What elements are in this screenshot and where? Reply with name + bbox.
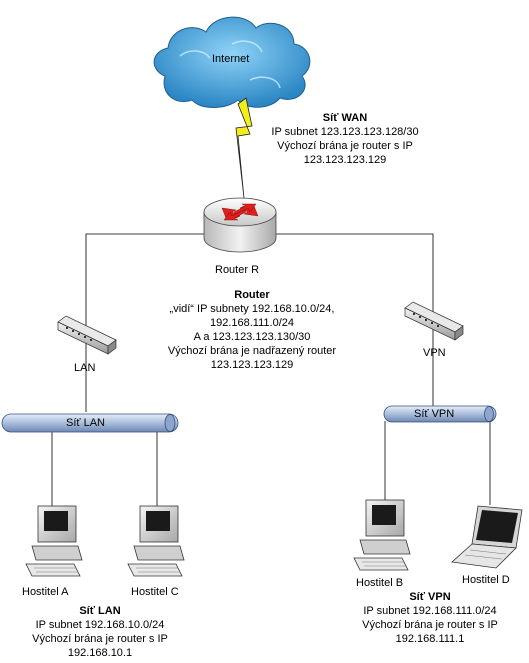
lan-gateway-ip: 192.168.10.1 bbox=[67, 647, 133, 659]
lan-gateway: Výchozí brána je router s IP bbox=[32, 633, 168, 645]
internet-cloud-icon bbox=[153, 16, 311, 108]
host-c-computer-icon bbox=[127, 505, 185, 577]
lan-title: Síť LAN bbox=[79, 605, 121, 617]
wan-title: Síť WAN bbox=[322, 112, 368, 124]
lan-bus-icon bbox=[1, 413, 179, 433]
router-subnets-line2: 192.168.111.0/24 bbox=[209, 317, 294, 329]
vpn-switch-icon bbox=[404, 301, 464, 341]
host-c-label: Hostitel C bbox=[131, 586, 179, 598]
router-gateway: Výchozí brána je nadřazený router bbox=[167, 345, 337, 357]
router-gateway-ip: 123.123.123.129 bbox=[210, 359, 294, 371]
lan-info: Síť LAN IP subnet 192.168.10.0/24 Výchoz… bbox=[10, 604, 190, 660]
vpn-title: Síť VPN bbox=[409, 591, 451, 603]
host-a-label: Hostitel A bbox=[22, 586, 69, 598]
vpn-info: Síť VPN IP subnet 192.168.111.0/24 Výcho… bbox=[340, 590, 520, 646]
vpn-bus-label: Síť VPN bbox=[414, 408, 455, 420]
wan-gateway-ip: 123.123.123.129 bbox=[303, 154, 387, 166]
wan-gateway: Výchozí brána je router s IP bbox=[277, 140, 413, 152]
vpn-switch-label: VPN bbox=[423, 347, 446, 359]
host-b-label: Hostitel B bbox=[356, 577, 404, 589]
router-icon bbox=[203, 197, 277, 253]
lan-switch-label: LAN bbox=[74, 362, 96, 374]
router-subnets-line3: A a 123.123.123.130/30 bbox=[193, 331, 311, 343]
host-b-computer-icon bbox=[353, 499, 411, 571]
router-title: Router bbox=[234, 289, 270, 301]
vpn-subnet: IP subnet 192.168.111.0/24 bbox=[363, 605, 497, 617]
router-info: Router „vidí“ IP subnety 192.168.10.0/24… bbox=[142, 288, 362, 372]
router-label: Router R bbox=[215, 264, 260, 276]
host-a-computer-icon bbox=[25, 505, 83, 577]
internet-label: Internet bbox=[212, 53, 250, 65]
host-d-label: Hostitel D bbox=[462, 574, 510, 586]
host-d-laptop-icon bbox=[451, 505, 523, 569]
vpn-gateway: Výchozí brána je router s IP bbox=[362, 619, 498, 631]
lan-switch-icon bbox=[57, 315, 117, 355]
connection-lines bbox=[51, 233, 491, 508]
vpn-gateway-ip: 192.168.111.1 bbox=[395, 633, 465, 645]
wan-info: Síť WAN IP subnet 123.123.123.128/30 Výc… bbox=[255, 111, 435, 167]
lan-subnet: IP subnet 192.168.10.0/24 bbox=[35, 619, 165, 631]
lan-bus-label: Síť LAN bbox=[66, 417, 105, 429]
wan-link-bolt-icon bbox=[235, 97, 253, 199]
wan-subnet: IP subnet 123.123.123.128/30 bbox=[271, 126, 419, 138]
vpn-bus-icon bbox=[383, 405, 497, 423]
router-subnets-line1: „vidí“ IP subnety 192.168.10.0/24, bbox=[169, 303, 335, 315]
